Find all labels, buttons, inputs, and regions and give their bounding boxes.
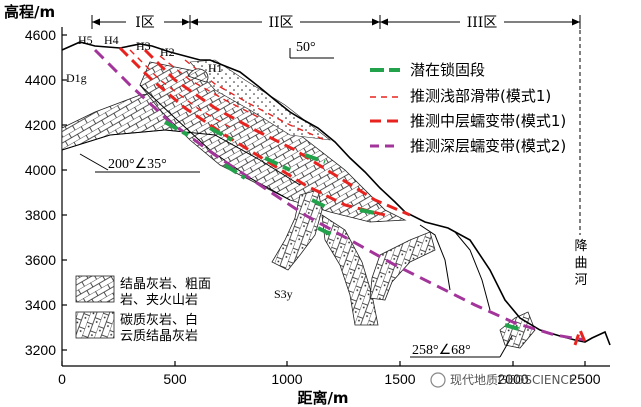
- lithology-label-1b: 岩、夹火山岩: [120, 293, 198, 308]
- y-tick-label: 3400: [25, 297, 56, 313]
- stratum-label-d1g: D1g: [66, 71, 87, 85]
- attitude-left-label: 200°∠35°: [108, 157, 167, 172]
- limestone-main-wedge: [139, 61, 407, 223]
- watermark-text: 现代地质GEOSCIENCE: [450, 373, 576, 387]
- x-tick-label: 1500: [384, 371, 415, 387]
- lithology-swatch-crystalline: [75, 275, 115, 303]
- strike-label: 50°: [296, 40, 316, 55]
- x-axis: 0 500 1000 1500 2000 2500 距离/m: [58, 361, 610, 407]
- y-tick-label: 4000: [25, 162, 56, 178]
- y-axis: 高程/m 4600 4400 4200 4000 3800 3600 3400 …: [4, 3, 67, 366]
- strike-symbol: 50°: [289, 40, 334, 59]
- zone-label-3: III区: [467, 15, 498, 31]
- y-tick-label: 4600: [25, 27, 56, 43]
- legend-label-medium: 推测中层蠕变带(模式1): [410, 112, 566, 130]
- carbon-limestone-fold-3: [369, 231, 436, 301]
- lithology-legend: 结晶灰岩、粗面 岩、夹火山岩 碳质灰岩、白 云质结晶灰岩: [75, 275, 211, 344]
- y-axis-title: 高程/m: [4, 3, 55, 21]
- point-label-h3: H3: [136, 39, 151, 53]
- river-label-char: 河: [574, 273, 587, 288]
- line-legend: 潜在锁固段 推测浅部滑带(模式1) 推测中层蠕变带(模式1) 推测深层蠕变带(模…: [370, 61, 566, 155]
- x-tick-label: 2500: [569, 371, 600, 387]
- zone-label-2: II区: [268, 15, 293, 31]
- zone-label-1: I区: [135, 15, 155, 31]
- legend-label-deep: 推测深层蠕变带(模式2): [410, 137, 566, 155]
- river-label: 降 曲 河: [572, 236, 590, 288]
- medium-creep-belt-lines: [118, 46, 587, 346]
- x-tick-label: 1000: [271, 371, 302, 387]
- river-label-char: 曲: [574, 256, 587, 271]
- watermark: 现代地质GEOSCIENCE: [430, 372, 576, 388]
- point-label-h2: H2: [160, 45, 175, 59]
- y-tick-label: 4400: [25, 72, 56, 88]
- y-tick-label: 4200: [25, 117, 56, 133]
- carbon-limestone-fold-2: [321, 214, 379, 326]
- attitude-right: 258°∠68°: [410, 335, 513, 358]
- lithology-swatch-carbon: [75, 311, 115, 339]
- x-tick-label: 0: [58, 371, 66, 387]
- zone-bar: I区 II区 III区: [91, 13, 581, 31]
- y-tick-label: 3800: [25, 207, 56, 223]
- lithology-label-1a: 结晶灰岩、粗面: [120, 277, 211, 292]
- legend-label-shallow: 推测浅部滑带(模式1): [410, 87, 551, 105]
- y-tick-label: 3200: [25, 342, 56, 358]
- point-label-h4: H4: [104, 33, 119, 47]
- y-tick-label: 3600: [25, 252, 56, 268]
- point-label-h5: H5: [78, 33, 93, 47]
- x-tick-label: 2000: [497, 371, 528, 387]
- x-axis-title: 距离/m: [297, 389, 348, 407]
- attitude-left: 200°∠35°: [79, 153, 200, 173]
- lithology-label-2b: 云质结晶灰岩: [120, 329, 198, 344]
- deep-creep-belt-line: [93, 48, 586, 342]
- h1-knob: [187, 68, 209, 83]
- peak-labels: H5 H4 H3 H2 H1: [78, 33, 223, 83]
- legend-label-locked: 潜在锁固段: [410, 61, 485, 79]
- carbon-limestone-fold-1: [271, 189, 323, 271]
- lithology-label-2a: 碳质灰岩、白: [120, 312, 198, 328]
- river-label-char: 降: [574, 239, 587, 254]
- point-label-h1: H1: [208, 61, 223, 75]
- watermark-logo-icon: [430, 372, 446, 388]
- attitude-right-label: 258°∠68°: [412, 343, 471, 358]
- x-tick-label: 500: [163, 371, 187, 387]
- stratum-label-s3y: S3y: [274, 287, 293, 301]
- locked-segment-marks: [164, 120, 523, 332]
